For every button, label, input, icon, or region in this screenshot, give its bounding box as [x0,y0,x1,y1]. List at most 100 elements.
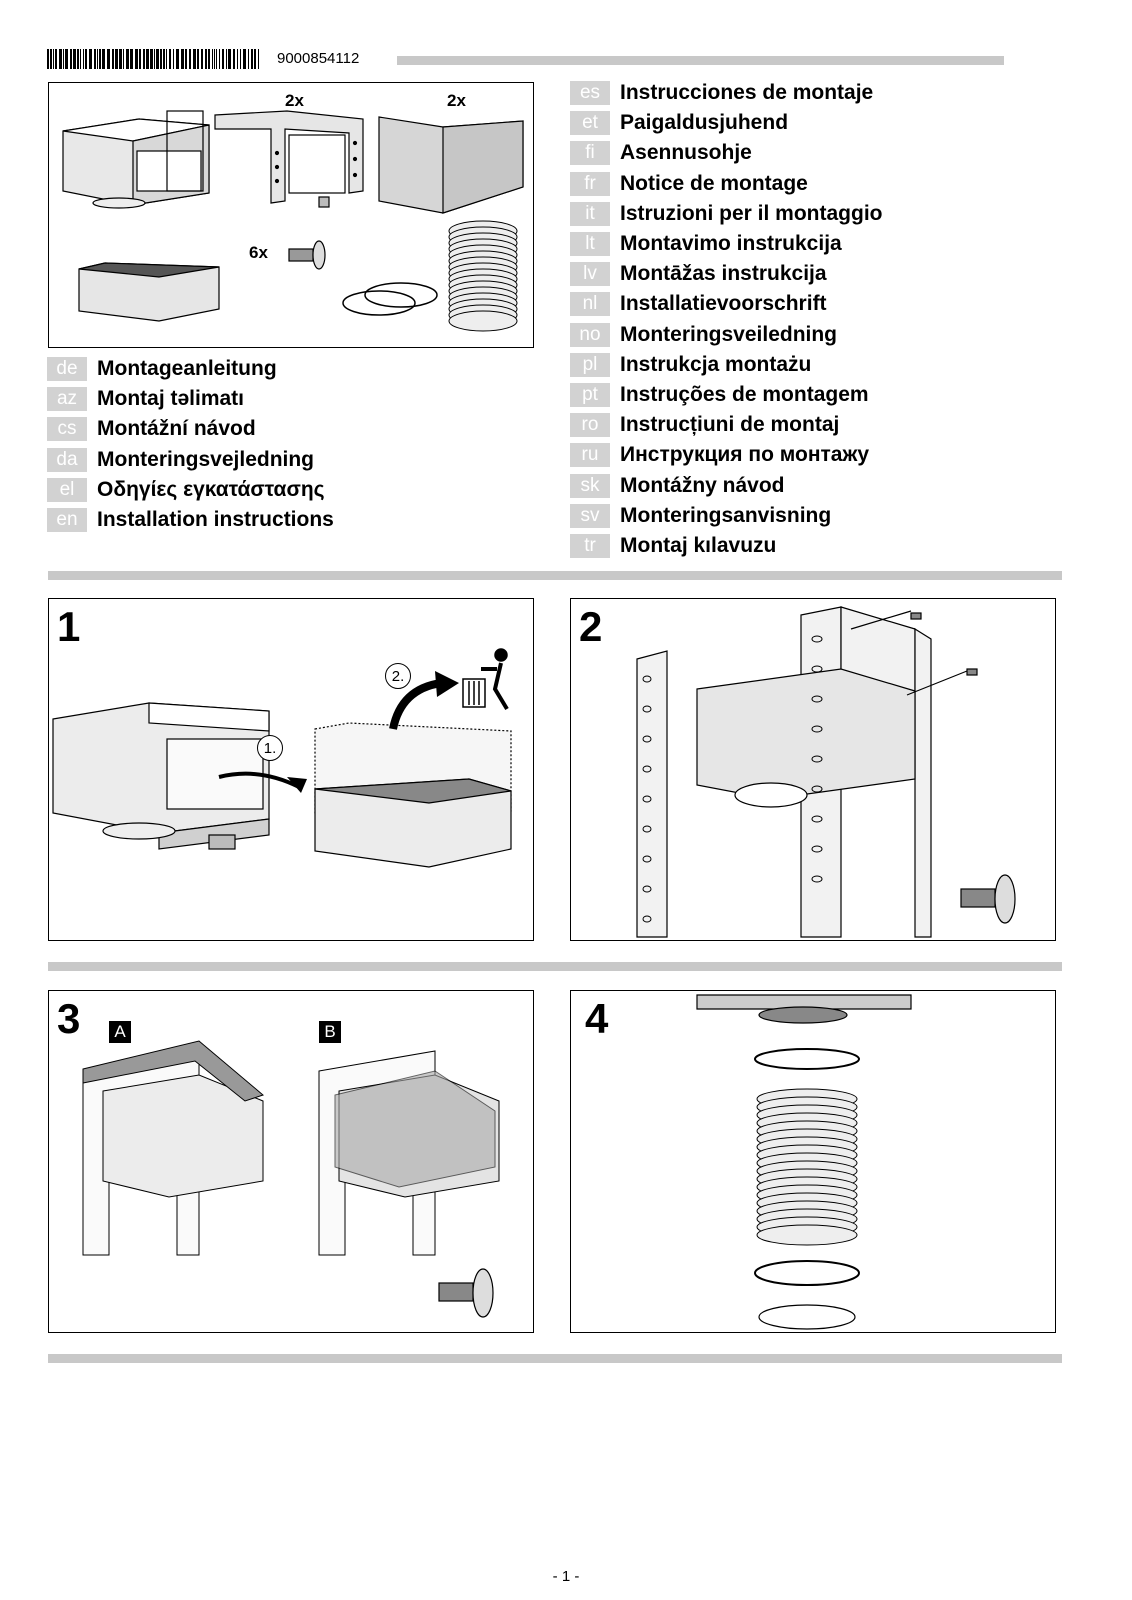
document-number: 9000854112 [277,50,360,67]
language-code: en [47,508,87,532]
language-row-cs: cs Montážní návod [47,416,256,442]
language-code: az [47,387,87,412]
language-row-it: it Istruzioni per il montaggio [570,201,883,227]
language-code: et [570,111,610,136]
language-title: Notice de montage [620,171,808,195]
page-number: - 1 - [552,1568,580,1585]
hose-clamp-icon [754,1048,860,1070]
language-title: Montavimo instrukcija [620,232,842,255]
language-title: Οδηγίες εγκατάστασης [97,477,325,501]
language-code: fi [570,141,610,166]
language-title: Montaj təlimatı [97,387,245,411]
count-bracket: 2x [285,91,304,110]
arrow-icon [389,679,442,730]
flexible-duct-icon [756,1088,858,1246]
language-title: Instrucciones de montaje [620,81,874,104]
step-3-illustration [82,1040,500,1318]
language-title: Istruzioni per il montaggio [620,201,883,225]
step-2-illustration [636,606,1016,938]
section-rule-2 [48,962,1062,971]
language-code: sk [570,473,610,498]
filter-part [78,262,220,322]
language-code: lv [570,262,610,287]
language-row-da: da Monteringsvejledning [47,447,314,473]
count-cover: 2x [447,91,466,110]
step-number: 2 [579,603,603,650]
substep-2-label: 2. [385,663,411,689]
language-code: da [47,447,87,472]
language-title: Instrucțiuni de montaj [620,413,840,437]
count-screws: 6x [249,243,268,262]
language-code: nl [570,292,610,317]
language-row-ru: ru Инструкция по монтажу [570,442,869,468]
language-title: Montageanleitung [97,357,277,380]
language-row-sv: sv Monteringsanvisning [570,503,831,529]
language-code: it [570,201,610,226]
language-code: es [570,81,610,105]
language-row-el: el Οδηγίες εγκατάστασης [47,477,325,503]
language-title: Monteringsveiledning [620,322,838,346]
step-number: 1 [57,603,81,650]
step-1-illustration [52,648,512,868]
language-code: tr [570,534,610,558]
step-1-panel: 1 1. 2. [48,598,534,941]
language-title: Installatievoorschrift [620,292,827,316]
step-3-panel: 3 A B [48,990,534,1333]
language-code: pl [570,352,610,377]
language-row-pt: pt Instruções de montagem [570,382,869,408]
variant-a-label: A [109,1021,131,1043]
trash-bin-icon [462,648,509,711]
language-title: Montážní návod [97,417,256,441]
screw-icon [288,240,326,270]
language-row-ro: ro Instrucțiuni de montaj [570,412,839,438]
language-code: lt [570,232,610,256]
variant-b-label: B [319,1021,341,1043]
bracket-part [214,110,364,208]
step-number: 3 [57,995,81,1042]
language-code: cs [47,417,87,442]
substep-1-label: 1. [257,735,283,761]
language-code: fr [570,171,610,196]
language-title: Monteringsanvisning [620,503,832,527]
housing-part [62,110,210,209]
language-row-tr: tr Montaj kılavuzu [570,533,776,559]
language-code: no [570,322,610,347]
language-row-lt: lt Montavimo instrukcija [570,231,842,257]
language-code: ro [570,413,610,438]
language-row-nl: nl Installatievoorschrift [570,291,827,317]
step-number: 4 [585,995,609,1042]
hose-clamp-icon [342,282,438,316]
language-title: Instrukcja montażu [620,352,812,376]
language-code: sv [570,503,610,528]
language-row-az: az Montaj təlimatı [47,386,244,412]
step-4-panel: 4 [570,990,1056,1333]
flexible-duct-icon [448,220,518,332]
header-rule [397,56,1004,65]
language-title: Instruções de montagem [620,383,869,406]
step-4-illustration [696,994,912,1330]
language-code: de [47,357,87,381]
language-code: ru [570,443,610,468]
section-rule-1 [48,571,1062,580]
screw-icon [438,1268,494,1318]
language-title: Montážny návod [620,473,785,497]
language-row-fr: fr Notice de montage [570,171,808,197]
language-title: Инструкция по монтажу [620,443,870,467]
barcode-icon [47,49,259,69]
cover-part [378,116,524,214]
language-row-pl: pl Instrukcja montażu [570,352,811,378]
language-row-de: de Montageanleitung [47,356,277,382]
parts-illustration [62,110,524,332]
language-row-sk: sk Montážny návod [570,473,785,499]
language-code: pt [570,383,610,407]
step-2-panel: 2 [570,598,1056,941]
contents-panel: 2x 2x 6x [48,82,534,348]
language-title: Montaj kılavuzu [620,534,777,557]
language-code: el [47,477,87,502]
language-title: Monteringsvejledning [97,447,315,471]
section-rule-3 [48,1354,1062,1363]
